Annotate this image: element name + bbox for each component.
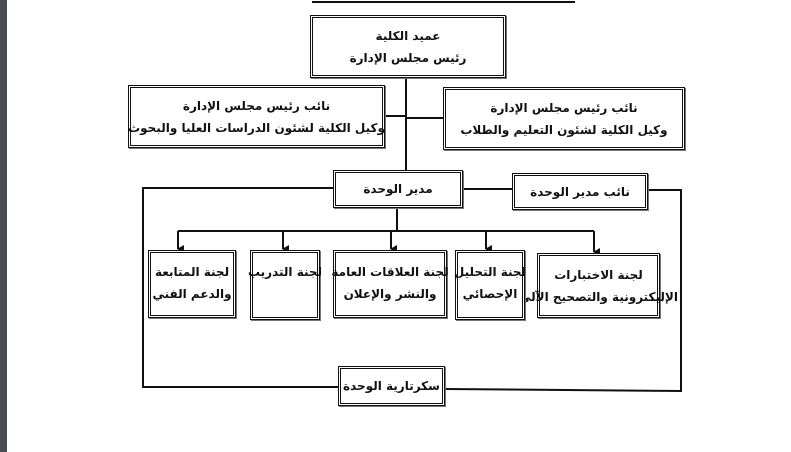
secretariat-box: سكرتارية الوحدة xyxy=(338,366,445,406)
dean-box: عميد الكلية رئيس مجلس الإدارة xyxy=(310,15,506,78)
committee-exams-line1: لجنة الاختبارات xyxy=(554,268,643,282)
vice-dean-education-title: نائب رئيس مجلس الإدارة xyxy=(490,100,638,115)
vice-dean-graduate-title: نائب رئيس مجلس الإدارة xyxy=(182,98,331,113)
vice-dean-graduate-role: وكيل الكلية لشئون الدراسات العليا والبحو… xyxy=(128,120,385,135)
committee-stats-box: لجنة التحليل الإحصائي xyxy=(453,250,527,320)
deputy-unit-director-title: نائب مدير الوحدة xyxy=(530,184,630,199)
vice-dean-graduate-box: نائب رئيس مجلس الإدارة وكيل الكلية لشئون… xyxy=(128,85,385,148)
committee-pr-box: لجنة العلاقات العامة والنشر والإعلان xyxy=(331,250,449,318)
secretariat-title: سكرتارية الوحدة xyxy=(343,379,440,393)
committee-followup-line1: لجنة المتابعة xyxy=(154,265,230,279)
committee-training-line1: لجنة التدريب xyxy=(247,265,323,279)
deputy-unit-director-box: نائب مدير الوحدة xyxy=(512,173,648,210)
committee-followup-line2: والدعم الفني xyxy=(152,287,232,301)
unit-director-title: مدير الوحدة xyxy=(363,182,433,196)
committee-followup-box: لجنة المتابعة والدعم الفني xyxy=(148,250,236,318)
vice-dean-education-role: وكيل الكلية لشئون التعليم والطلاب xyxy=(460,122,668,137)
committee-training-box: لجنة التدريب xyxy=(247,250,323,320)
dean-title: عميد الكلية xyxy=(375,28,441,43)
connector-director-secretariat xyxy=(142,187,338,388)
committee-exams-box: لجنة الاختبارات الإليكترونية والتصحيح ال… xyxy=(519,253,678,318)
unit-director-box: مدير الوحدة xyxy=(333,170,463,208)
committee-stats-line1: لجنة التحليل xyxy=(453,265,527,279)
connector-deputy-secretariat xyxy=(444,189,682,393)
committee-pr-line1: لجنة العلاقات العامة xyxy=(331,265,449,279)
committee-stats-line2: الإحصائي xyxy=(462,287,518,301)
page-edge-strip xyxy=(0,0,7,452)
dean-role: رئيس مجلس الإدارة xyxy=(349,50,467,65)
committee-pr-line2: والنشر والإعلان xyxy=(343,287,437,301)
committee-exams-line2: الإليكترونية والتصحيح الآلي xyxy=(519,290,678,304)
vice-dean-education-box: نائب رئيس مجلس الإدارة وكيل الكلية لشئون… xyxy=(443,87,685,150)
